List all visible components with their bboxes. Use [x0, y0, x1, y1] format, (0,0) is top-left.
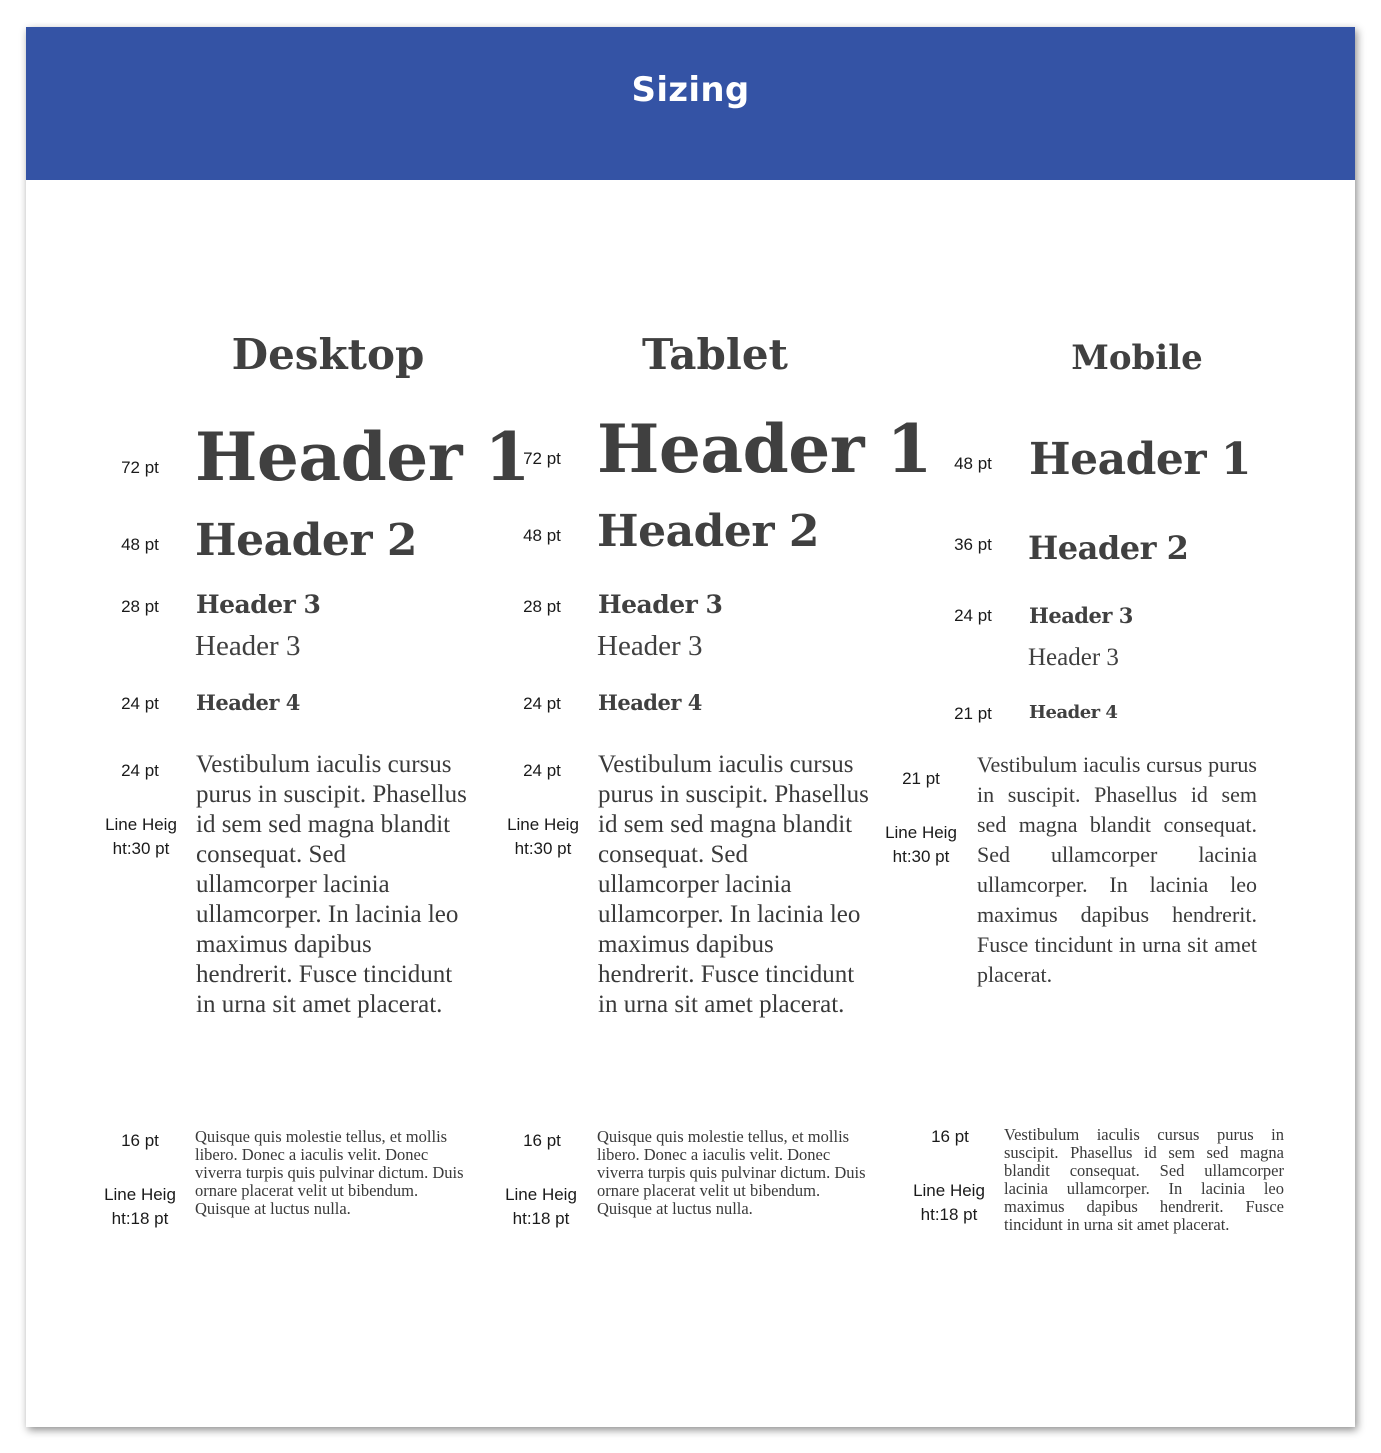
- header-2-sample: Header 2: [195, 515, 417, 566]
- size-label: 24 pt: [121, 761, 159, 780]
- line-height-label: Line Height:30 pt: [507, 815, 579, 858]
- size-label: 24 pt: [954, 606, 992, 625]
- column-title-mobile: Mobile: [1071, 338, 1203, 378]
- header-1-sample: Header 1: [597, 410, 932, 488]
- line-height-label: Line Height:18 pt: [505, 1185, 577, 1228]
- column-title-tablet: Tablet: [642, 330, 788, 379]
- size-label: 16 pt: [523, 1131, 561, 1150]
- line-height-label: Line Height:18 pt: [104, 1185, 176, 1228]
- size-label: 28 pt: [121, 597, 159, 616]
- header-3-regular-sample: Header 3: [195, 630, 301, 662]
- size-label: 24 pt: [523, 761, 561, 780]
- header-4-sample: Header 4: [196, 690, 300, 715]
- small-text-sample: Quisque quis molestie tellus, et mollis …: [597, 1127, 866, 1218]
- header-1-sample: Header 1: [195, 418, 530, 496]
- size-label: 16 pt: [931, 1127, 969, 1146]
- size-label: 21 pt: [902, 769, 940, 788]
- small-text-sample: Quisque quis molestie tellus, et mollis …: [195, 1127, 464, 1218]
- size-label: 48 pt: [121, 535, 159, 554]
- header-3-sample: Header 3: [1029, 603, 1133, 628]
- column-title-desktop: Desktop: [231, 330, 425, 379]
- header-4-sample: Header 4: [598, 690, 702, 715]
- header-banner: Sizing: [26, 27, 1355, 180]
- page-title: Sizing: [631, 70, 750, 110]
- size-label: 72 pt: [523, 449, 561, 468]
- header-3-sample: Header 3: [598, 590, 723, 619]
- size-label: 24 pt: [121, 694, 159, 713]
- size-label: 28 pt: [523, 597, 561, 616]
- size-label: 48 pt: [954, 454, 992, 473]
- body-text-sample: Vestibulum iaculis cursus purus in susci…: [196, 751, 467, 1018]
- header-2-sample: Header 2: [1028, 529, 1189, 567]
- header-3-regular-sample: Header 3: [597, 630, 703, 662]
- size-label: 48 pt: [523, 526, 561, 545]
- size-label: 36 pt: [954, 535, 992, 554]
- size-label: 21 pt: [954, 704, 992, 723]
- header-3-regular-sample: Header 3: [1028, 644, 1119, 671]
- body-text-sample: Vestibulum iaculis cursus purus in susci…: [977, 752, 1257, 987]
- line-height-label: Line Height:30 pt: [885, 823, 957, 866]
- line-height-label: Line Height:30 pt: [105, 815, 177, 858]
- size-label: 72 pt: [121, 458, 159, 477]
- header-1-sample: Header 1: [1029, 434, 1251, 485]
- header-4-sample: Header 4: [1029, 702, 1118, 723]
- body-text-sample: Vestibulum iaculis cursus purus in susci…: [598, 751, 869, 1018]
- line-height-label: Line Height:18 pt: [913, 1181, 985, 1224]
- small-text-sample: Vestibulum iaculis cursus purus in susci…: [1004, 1125, 1284, 1234]
- header-3-sample: Header 3: [196, 590, 321, 619]
- header-2-sample: Header 2: [597, 506, 819, 557]
- size-label: 16 pt: [121, 1131, 159, 1150]
- sizing-card: Sizing: [26, 27, 1355, 1427]
- size-label: 24 pt: [523, 694, 561, 713]
